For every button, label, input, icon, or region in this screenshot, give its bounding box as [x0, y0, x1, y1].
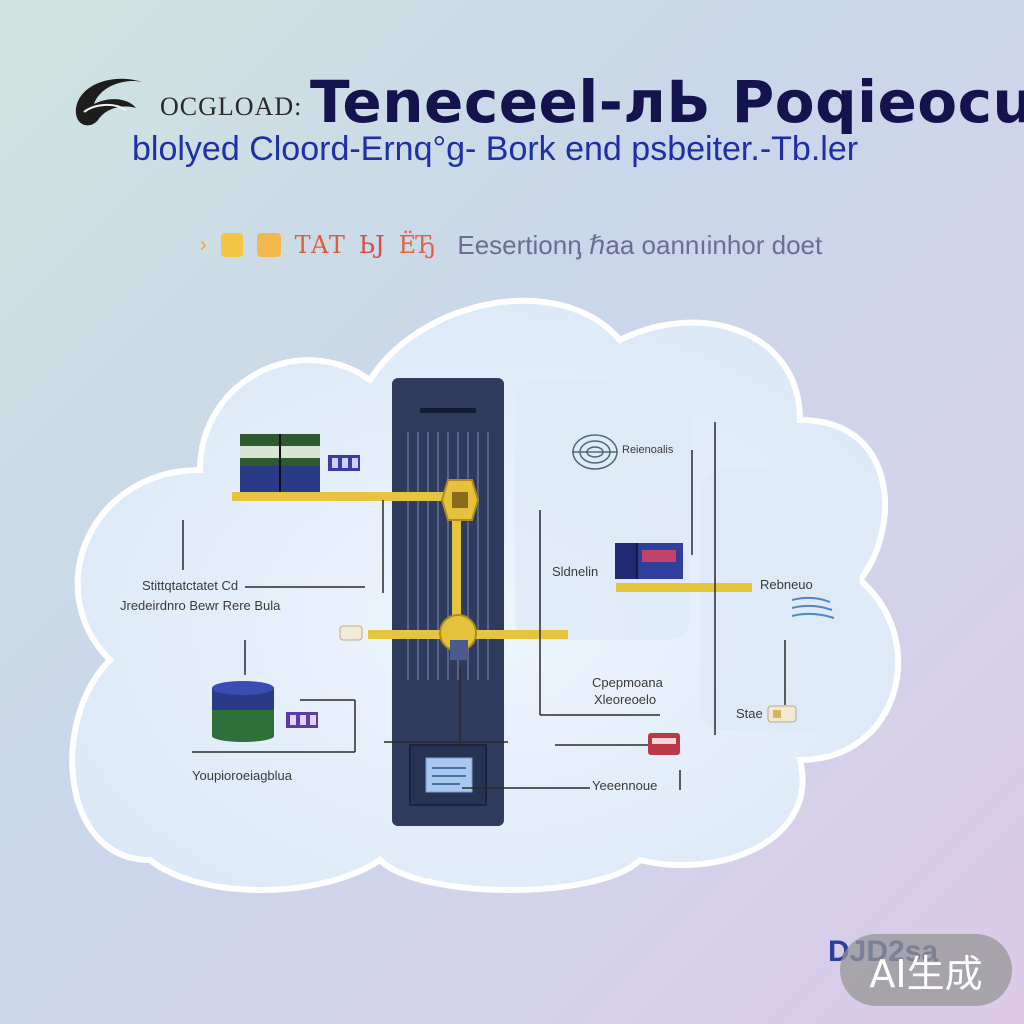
server-rack-icon — [240, 434, 320, 492]
logo-text: OCGLOAD: — [160, 92, 303, 121]
storage-box-icon — [615, 543, 683, 579]
arrow-icon: › — [200, 233, 207, 256]
label-center-right-2: Xleoreoelo — [594, 692, 657, 707]
label-left-bottom: Youpioroeiagblua — [192, 768, 293, 783]
shield-icon — [439, 614, 477, 660]
connector-icon — [767, 705, 797, 723]
swirl-logo-icon — [75, 78, 142, 126]
cable-icon — [791, 596, 835, 619]
ai-generated-badge: AI生成 — [840, 934, 1012, 1006]
page-title: Teneceel-лЬ Poqieocu — [310, 68, 1024, 136]
label-right-mid: Rebneuo — [760, 577, 813, 592]
router-icon — [648, 733, 680, 755]
link-lines — [182, 422, 786, 790]
tagline-glyph-3: ЁЂ — [398, 231, 436, 259]
page-subtitle: blolyed Cloord-Ernq°g- Bork end psbeiter… — [132, 130, 859, 168]
label-bottom-mid: Yeeennoue — [592, 778, 658, 793]
database-mini-icon — [328, 455, 360, 471]
label-mid-right: Sldnelin — [552, 564, 599, 579]
label-left-top-2: Jredeirdnro Bewr Rere Bula — [120, 598, 281, 613]
label-center-right-1: Cpepmoana — [592, 675, 663, 690]
note-icon — [256, 233, 281, 257]
server-tower — [392, 378, 504, 826]
label-right-top: Reienoalis — [622, 444, 674, 456]
tagline-glyph-2: ЬЈ — [358, 231, 385, 259]
tagline-glyph-1: ТАТ — [294, 231, 345, 259]
label-left-top-1: Stittqtatctatet Cd — [142, 578, 239, 593]
network-globe-icon — [572, 434, 618, 470]
lock-icon — [440, 479, 480, 521]
plug-icon — [339, 625, 363, 641]
label-right-bottom: Stae — [736, 706, 763, 721]
coin-icon — [220, 233, 243, 257]
tagline-row: › ТАТ ЬЈ ЁЂ Eesertionᶇ ℏaa oannıinhor do… — [200, 225, 822, 265]
database-mini-icon-2 — [286, 712, 318, 728]
database-icon — [212, 681, 274, 742]
tagline-text: Eesertionᶇ ℏaa oannıinhor doet — [457, 229, 823, 260]
